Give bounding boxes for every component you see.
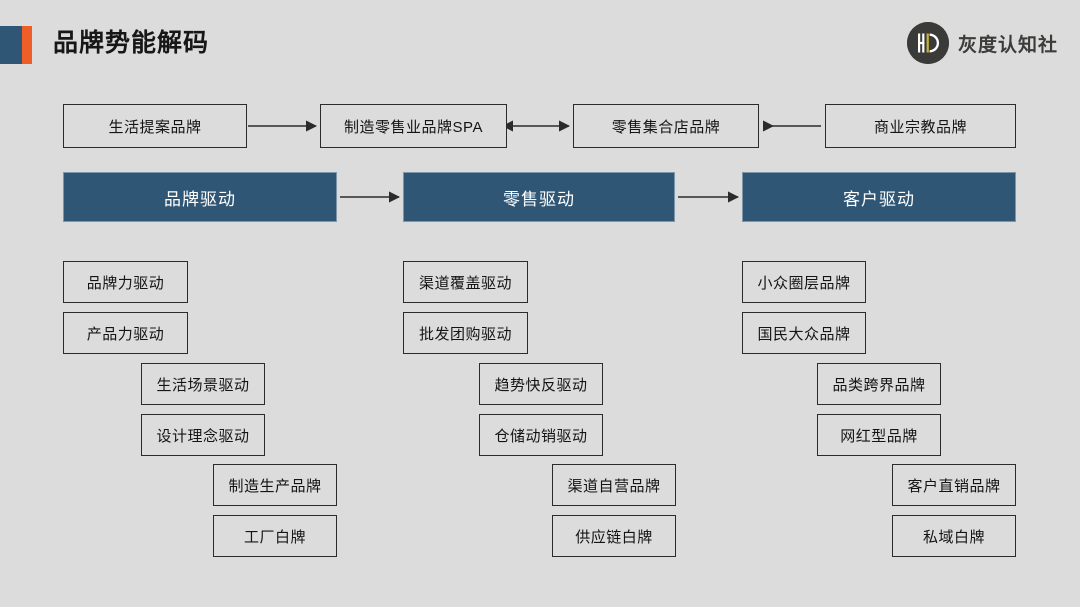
retail-driven-column-item-6[interactable]: 供应链白牌: [552, 515, 676, 557]
driver-banner-1[interactable]: 品牌驱动: [63, 172, 337, 222]
brand-driven-column-item-4[interactable]: 设计理念驱动: [141, 414, 265, 456]
brand-driven-column-item-2[interactable]: 产品力驱动: [63, 312, 188, 354]
brand-driven-column-item-6[interactable]: 工厂白牌: [213, 515, 337, 557]
brand-logo-text: 灰度认知社: [957, 34, 1058, 56]
retail-driven-column-item-4[interactable]: 仓储动销驱动: [479, 414, 603, 456]
customer-driven-column-item-3[interactable]: 品类跨界品牌: [817, 363, 941, 405]
hd-monogram-circle-icon: [906, 22, 949, 64]
retail-driven-column-item-5[interactable]: 渠道自营品牌: [552, 464, 676, 506]
customer-driven-column-item-2[interactable]: 国民大众品牌: [742, 312, 866, 354]
accent-bar-orange-segment: [22, 26, 32, 64]
page-title: 品牌势能解码: [53, 29, 210, 57]
brand-driven-column-item-5[interactable]: 制造生产品牌: [213, 464, 337, 506]
top-row-box-4[interactable]: 商业宗教品牌: [825, 104, 1016, 148]
retail-driven-column-item-3[interactable]: 趋势快反驱动: [479, 363, 603, 405]
brand-driven-column-item-1[interactable]: 品牌力驱动: [63, 261, 188, 303]
page-header: 品牌势能解码 灰度认知社: [0, 0, 1080, 86]
customer-driven-column-item-4[interactable]: 网红型品牌: [817, 414, 941, 456]
accent-bar-blue-segment: [0, 26, 22, 64]
driver-banner-3[interactable]: 客户驱动: [742, 172, 1016, 222]
top-row-box-3[interactable]: 零售集合店品牌: [573, 104, 759, 148]
brand-logo: 灰度认知社: [906, 22, 1058, 64]
retail-driven-column-item-1[interactable]: 渠道覆盖驱动: [403, 261, 528, 303]
customer-driven-column-item-5[interactable]: 客户直销品牌: [892, 464, 1016, 506]
customer-driven-column-item-1[interactable]: 小众圈层品牌: [742, 261, 866, 303]
top-row-box-1[interactable]: 生活提案品牌: [63, 104, 247, 148]
driver-banner-2[interactable]: 零售驱动: [403, 172, 675, 222]
retail-driven-column-item-2[interactable]: 批发团购驱动: [403, 312, 528, 354]
top-row-box-2[interactable]: 制造零售业品牌SPA: [320, 104, 507, 148]
header-accent-bar: [0, 26, 32, 64]
customer-driven-column-item-6[interactable]: 私域白牌: [892, 515, 1016, 557]
brand-driven-column-item-3[interactable]: 生活场景驱动: [141, 363, 265, 405]
